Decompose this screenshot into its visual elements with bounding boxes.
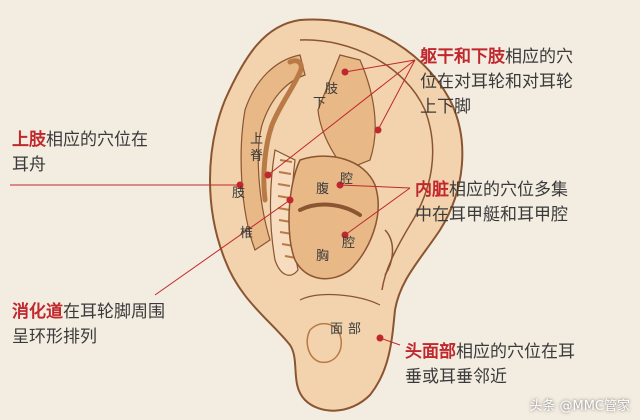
leader-trunk-c [267,59,416,176]
label-mian: 面 [330,322,344,337]
callout-trunk-line3: 上下脚 [420,97,471,117]
callout-head-face-line1: 头面部相应的穴位在耳 [405,340,575,365]
callout-head-face-highlight: 头面部 [405,342,456,362]
callout-viscera: 内脏相应的穴位多集 中在耳甲艇和耳甲腔 [415,178,568,228]
callout-viscera-highlight: 内脏 [415,180,449,200]
callout-digestive-line1: 消化道在耳轮脚周围 [12,300,165,325]
leader-lines [10,59,416,346]
label-qiang2: 腔 [342,236,356,251]
callout-head-face-line2: 垂或耳垂邻近 [405,367,507,387]
callout-head-face: 头面部相应的穴位在耳 垂或耳垂邻近 [405,340,575,390]
label-zhi2: 肢 [325,82,339,97]
leader-trunk-b [377,59,416,131]
label-zhui: 椎 [240,226,254,241]
callout-upper-limb-highlight: 上肢 [12,130,46,150]
callout-upper-limb-line1: 上肢相应的穴位在 [12,128,148,153]
callout-viscera-line1: 内脏相应的穴位多集 [415,178,568,203]
callout-upper-limb-rest: 相应的穴位在 [46,130,148,150]
label-fu: 腹 [316,182,330,197]
callout-digestive-rest: 在耳轮脚周围 [63,302,165,322]
callout-trunk-lower-limb: 躯干和下肢相应的穴 位在对耳轮和对耳轮 上下脚 [420,45,573,120]
label-bu: 部 [348,322,362,337]
callout-digestive-tract: 消化道在耳轮脚周围 呈环形排列 [12,300,165,350]
callout-head-face-rest: 相应的穴位在耳 [456,342,575,362]
leader-viscera-b [344,187,411,236]
callout-upper-limb-line2: 耳舟 [12,155,46,175]
label-zhi: 肢 [232,186,246,201]
callout-upper-limb: 上肢相应的穴位在 耳舟 [12,128,148,178]
arm-figure [261,58,304,203]
callout-viscera-line2: 中在耳甲艇和耳甲腔 [415,205,568,225]
callout-trunk-highlight: 躯干和下肢 [420,47,505,67]
scapha-band [240,54,306,251]
leader-digestive [154,199,291,296]
callout-viscera-rest: 相应的穴位多集 [449,180,568,200]
callout-trunk-rest: 相应的穴 [505,47,573,67]
helix-rim [299,39,434,291]
callout-trunk-line2: 位在对耳轮和对耳轮 [420,72,573,92]
label-ji: 脊 [250,149,264,164]
label-xiong: 胸 [316,249,330,264]
label-xia: 下 [313,96,327,111]
face-sketch [306,323,342,364]
crus-of-helix [298,202,362,217]
callout-digestive-line2: 呈环形排列 [12,327,97,347]
lobe-line [299,293,381,306]
watermark: 头条 @MMC管家 [529,399,630,414]
leader-viscera-a [339,184,411,189]
concha [288,155,379,280]
callout-digestive-highlight: 消化道 [12,302,63,322]
callout-trunk-line1: 躯干和下肢相应的穴 [420,45,573,70]
leader-head-face [379,337,401,346]
tragus [384,229,394,276]
antihelix [317,54,376,171]
label-qiang: 腔 [340,172,354,187]
leader-trunk-a [344,59,416,73]
label-shang: 上 [250,132,264,147]
